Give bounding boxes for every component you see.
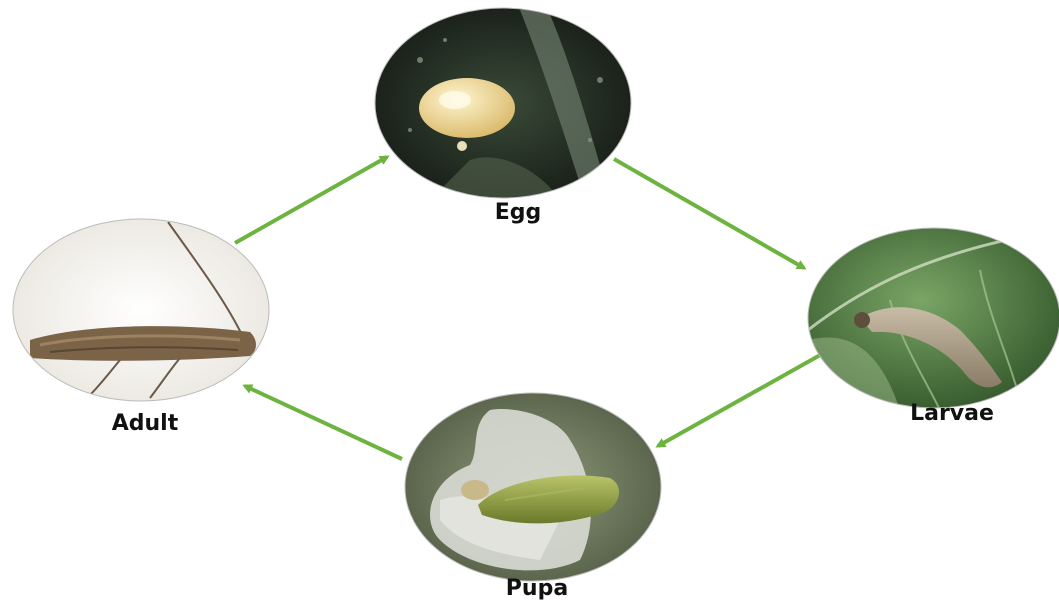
adult-label: Adult <box>112 411 179 436</box>
arrow-pupa-to-adult <box>245 386 402 459</box>
arrow-adult-to-egg <box>235 157 387 243</box>
arrow-egg-to-larvae <box>614 159 804 268</box>
arrow-larvae-to-pupa <box>658 354 822 446</box>
egg-label: Egg <box>495 200 542 225</box>
pupa-label: Pupa <box>506 576 568 601</box>
moth-photo-icon <box>13 219 269 401</box>
pupa-photo-icon <box>405 393 661 581</box>
larvae-label: Larvae <box>910 401 994 426</box>
